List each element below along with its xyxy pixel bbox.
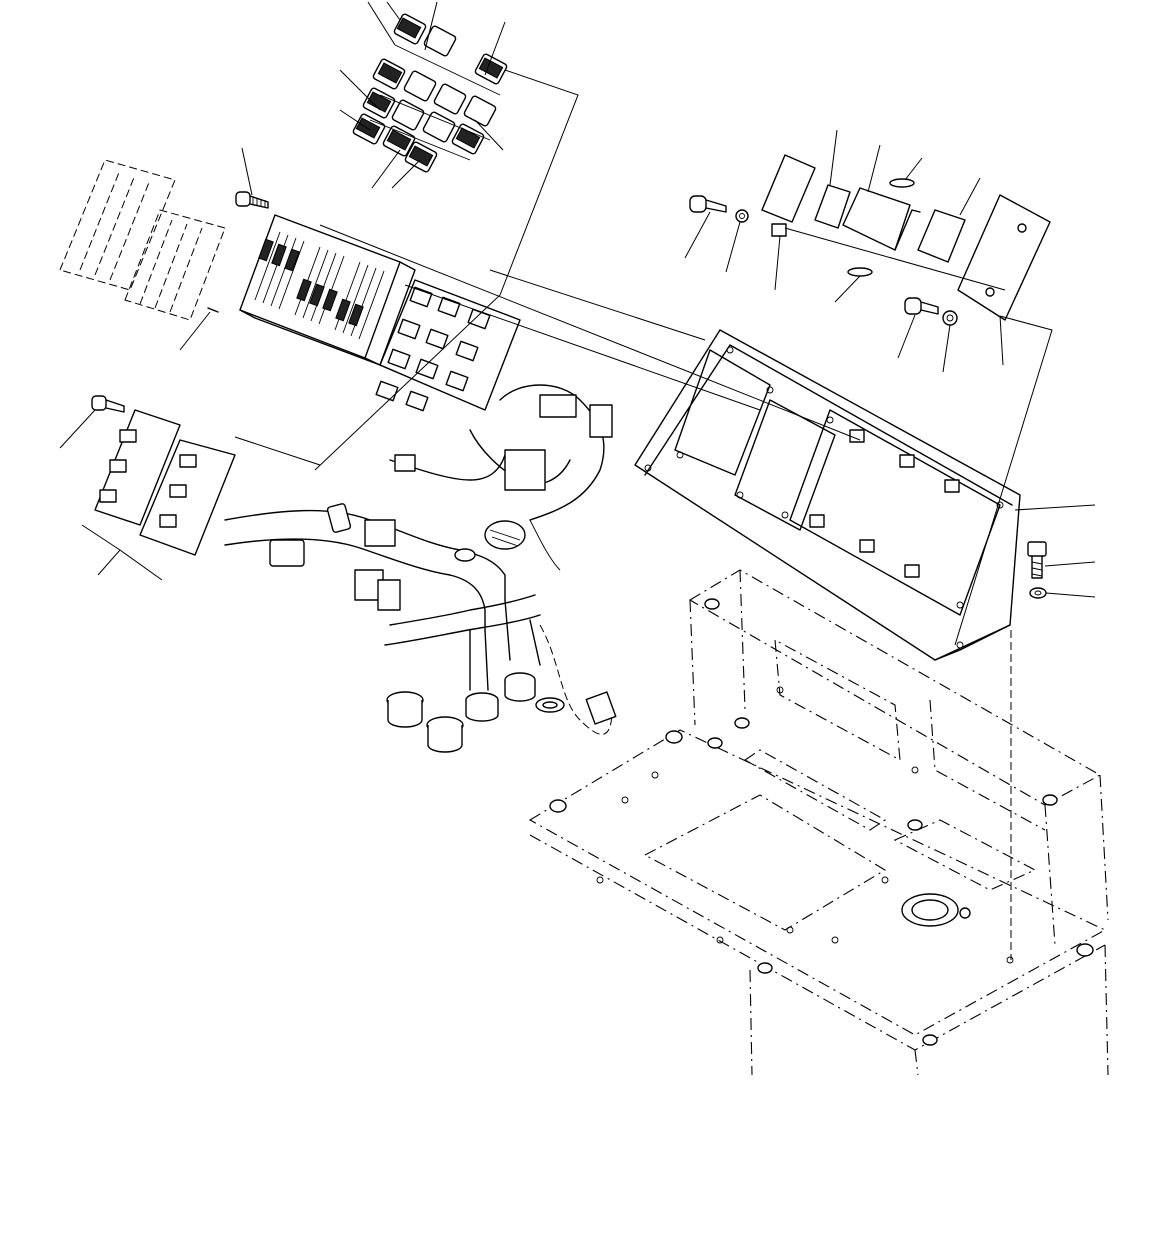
leader-lines xyxy=(59,1,1096,960)
fuse-box-block xyxy=(207,214,416,366)
wire-harness xyxy=(224,384,617,735)
relay-cluster xyxy=(352,13,508,173)
screw-fuse-box xyxy=(235,191,269,209)
base-frame xyxy=(528,569,1109,1076)
mounting-brackets xyxy=(94,409,236,556)
fuse-box-covers xyxy=(59,159,226,321)
top-right-parts xyxy=(689,154,1051,326)
bolt-washer-right xyxy=(1027,541,1047,599)
mounting-panel xyxy=(634,329,1021,661)
screw-brackets xyxy=(91,395,125,413)
grommets xyxy=(386,672,565,753)
connector-bank xyxy=(375,279,521,412)
